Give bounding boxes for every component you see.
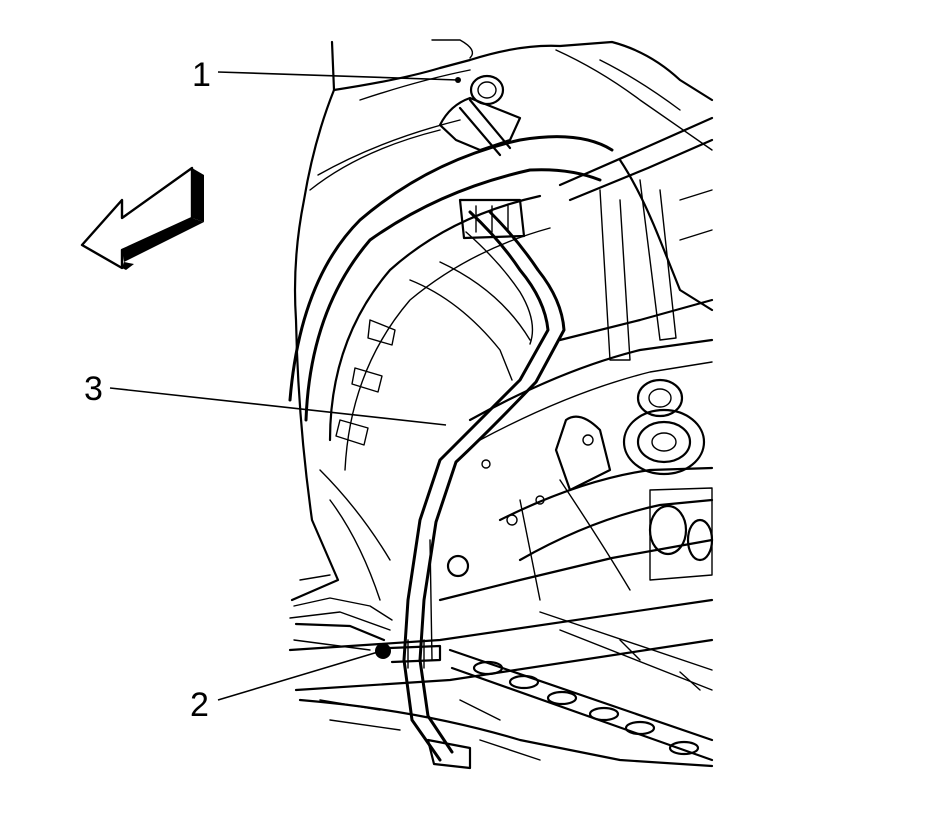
callout-1: 1	[192, 56, 211, 94]
vehicle-body-illustration	[288, 39, 714, 768]
hose-retainer-clip	[375, 639, 442, 669]
leader-lines	[109, 71, 461, 701]
callout-3: 3	[84, 370, 103, 408]
callout-2: 2	[190, 686, 209, 724]
fuel-pipe	[402, 198, 566, 770]
arrow-left-icon	[80, 166, 204, 270]
